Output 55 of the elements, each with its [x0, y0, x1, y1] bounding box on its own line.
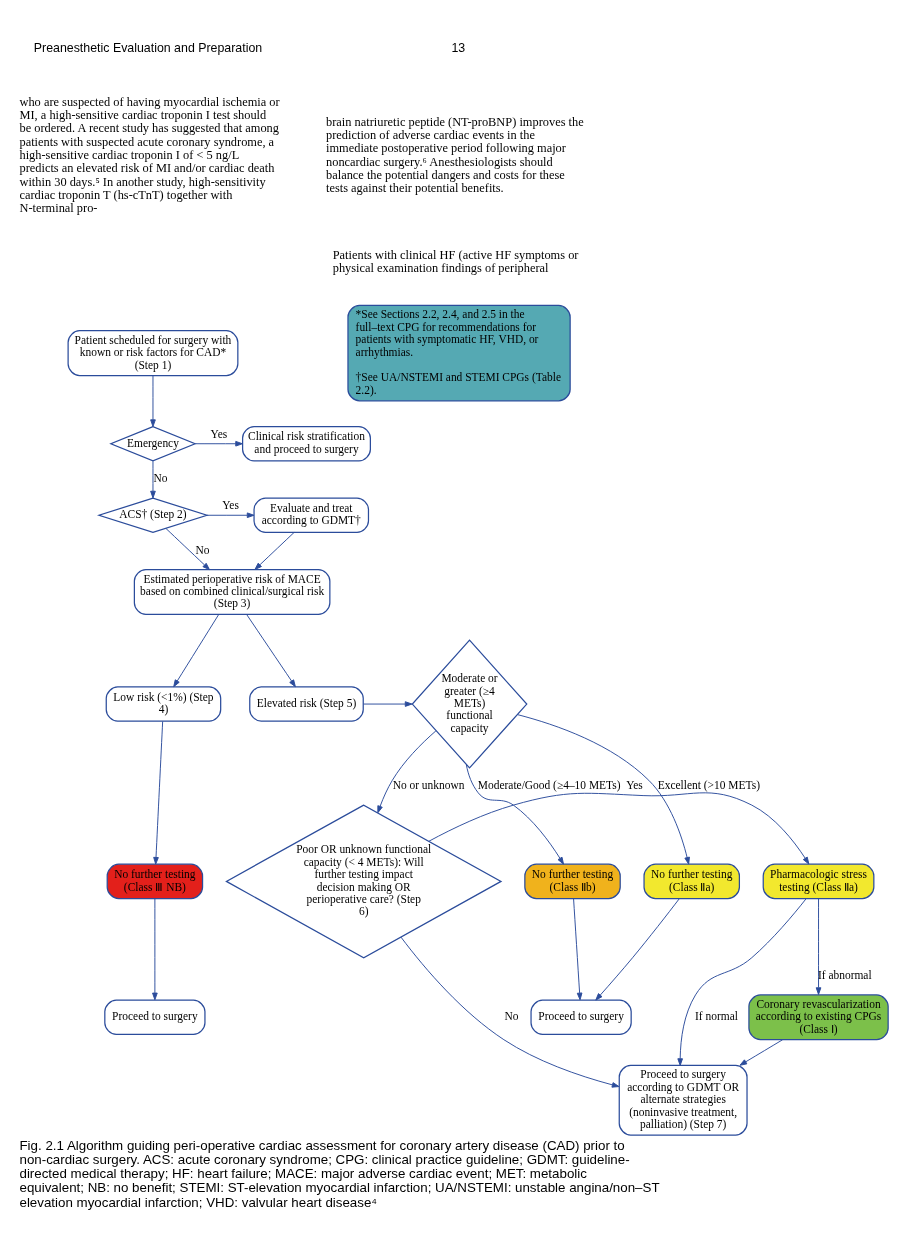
- node-diamond: Moderate or greater (≥4 METs) functional capacity: [411, 638, 528, 769]
- node-box: Elevated risk (Step 5): [249, 685, 364, 722]
- node-box: Proceed to surgery according to GDMT OR alternate strategies (noninvasive treatment, palliation) (Step 7): [618, 1064, 748, 1136]
- node-diamond: Emergency: [109, 425, 197, 462]
- node-box: Proceed to surgery: [530, 999, 632, 1035]
- edge-label: Excellent (>10 METs): [657, 778, 760, 791]
- arrow: [152, 897, 158, 1000]
- arrow: [153, 720, 164, 865]
- node-box: *See Sections 2.2, 2.4, and 2.5 in the full–text CPG for recommendations for patients with symptomatic HF, VHD, or arrhythmias. †See UA/NSTEMI and STEMI CPGs (Table 2.2).: [347, 304, 571, 401]
- arrow: [573, 897, 583, 1000]
- arrow: [465, 763, 564, 865]
- arrow: [677, 897, 807, 1066]
- node-box: No further testing (Class Ⅱb): [524, 863, 621, 899]
- label: Preanesthetic Evaluation and Preparation: [33, 40, 263, 55]
- edge-label: No or unknown: [392, 778, 465, 791]
- node-box: Low risk (<1%) (Step 4): [105, 685, 222, 722]
- label: who are suspected of having myocardial ischemia or MI, a high-sensitive cardiac troponin I test should be ordered. A recent study has suggested that among patients with suspected acute coronary syndrome, a high-sensitive cardiac troponin I of < 5 ng/L predicts an elevated risk of MI and/or cardiac death within 30 days.⁵ In another study, high-sensitivity cardiac troponin T (hs-cTnT) together with N-terminal pro-: [19, 94, 280, 215]
- arrow: [400, 936, 620, 1088]
- arrow: [165, 527, 210, 570]
- arrow: [739, 1038, 784, 1066]
- label: 13: [451, 40, 466, 55]
- arrow: [428, 791, 810, 864]
- arrow: [246, 613, 296, 687]
- arrow: [363, 700, 413, 707]
- arrow: [194, 440, 243, 447]
- edge-label: Yes: [222, 498, 239, 511]
- node-box: Evaluate and treat according to GDMT†: [253, 496, 370, 533]
- edge-label: Moderate/Good (≥4–10 METs): [477, 778, 621, 791]
- arrow: [254, 531, 295, 570]
- node-box: Pharmacologic stress testing (Class Ⅱa): [762, 863, 875, 899]
- node-box: Proceed to surgery: [104, 999, 206, 1035]
- node-diamond: ACS† (Step 2): [97, 496, 209, 533]
- arrow: [595, 897, 680, 1001]
- edge-label: No: [153, 471, 168, 484]
- node-box: No further testing (Class Ⅲ NB): [106, 863, 204, 899]
- arrow: [377, 729, 437, 813]
- caption: Fig. 2.1 Algorithm guiding peri-operative cardiac assessment for coronary artery disease (CAD) prior to non-cardiac surgery. ACS: acute coronary syndrome; CPG: clinical practice guideline; GDMT: guideline-directed medical therapy; HF: heart failure; MACE: major adverse cardiac event; MET: metabolic equivalent; NB: no benefit; STEMI: ST-elevation myocardial infarction; UA/NSTEMI: unstable angina/non–ST elevation myocardial infarction; VHD: valvular heart disease⁴: [19, 1137, 660, 1210]
- node-box: Clinical risk stratification and proceed to surgery: [242, 425, 371, 461]
- arrow: [206, 511, 255, 518]
- arrow: [815, 897, 822, 995]
- node-box: Coronary revascularization according to existing CPGs (Class Ⅰ): [748, 993, 889, 1040]
- node-box: No further testing (Class Ⅱa): [643, 863, 740, 899]
- edge-label: No: [504, 1009, 519, 1022]
- edge-label: No: [195, 543, 210, 556]
- label: Patients with clinical HF (active HF symptoms or physical examination findings of peripheral: [332, 247, 579, 275]
- arrow: [150, 374, 156, 427]
- arrow: [516, 713, 690, 865]
- edge-label: Yes: [210, 427, 228, 440]
- arrow: [173, 613, 220, 687]
- edge-label: If normal: [695, 1009, 738, 1022]
- arrow: [150, 460, 156, 498]
- node-box: Patient scheduled for surgery with known or risk factors for CAD* (Step 1): [67, 329, 239, 376]
- node-box: Estimated perioperative risk of MACE based on combined clinical/surgical risk (Step 3): [133, 568, 331, 615]
- label: brain natriuretic peptide (NT-proBNP) improves the prediction of adverse cardiac events in the immediate postoperative period following major noncardiac surgery.⁶ Anesthesiologists should balance the potential dangers and costs for these tests against their potential benefits.: [326, 114, 584, 195]
- edge-label: Yes: [626, 778, 643, 791]
